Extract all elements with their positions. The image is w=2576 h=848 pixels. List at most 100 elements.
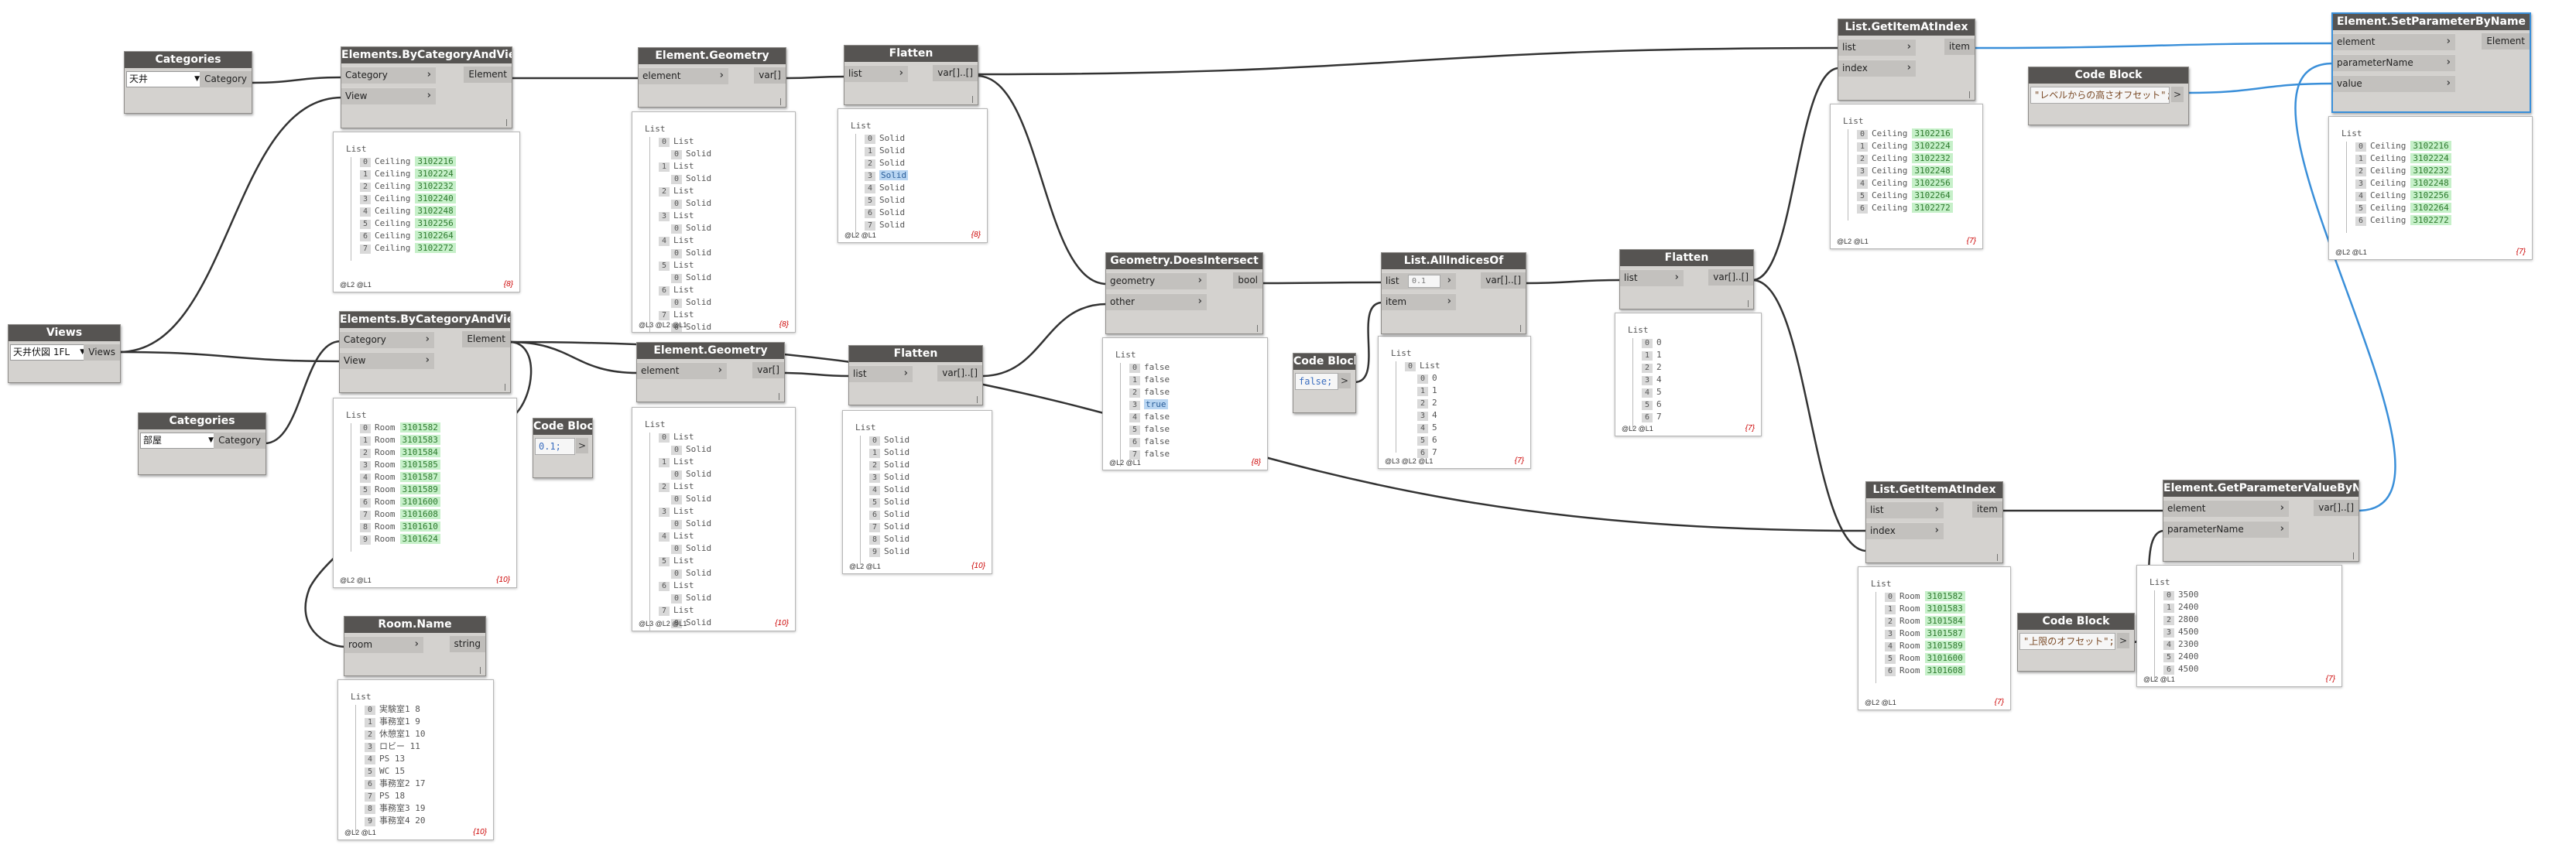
element-id-link[interactable]: 3101584 [399, 447, 440, 457]
element-id-link[interactable]: 3102224 [1912, 141, 1953, 151]
element-id-link[interactable]: 3102224 [415, 169, 456, 179]
var-output-port[interactable]: var[]..[] [933, 65, 978, 81]
code-output-port[interactable]: > [576, 438, 588, 453]
code-editor[interactable]: "上限のオフセット"; [2019, 633, 2115, 650]
elements-by-category-and-view-node[interactable]: Elements.ByCategoryAndView Category› Vie… [339, 311, 511, 393]
wire-connector[interactable] [1752, 279, 1868, 552]
element-id-link[interactable]: 3101600 [1924, 653, 1965, 663]
category-output-port[interactable]: Category [214, 433, 265, 449]
elements-by-category-and-view-node[interactable]: Elements.ByCategoryAndView Category› Vie… [341, 46, 512, 128]
code-block-node[interactable]: Code Block false; > [1293, 353, 1356, 413]
wire-connector[interactable] [1261, 281, 1383, 285]
code-editor[interactable]: "レベルからの高さオフセット"; [2030, 87, 2170, 104]
view-input-port[interactable]: View› [341, 87, 436, 104]
category-dropdown[interactable]: 部屋▼ [140, 433, 217, 449]
element-input-port[interactable]: element› [637, 362, 727, 379]
code-output-port[interactable]: > [2171, 87, 2184, 102]
code-block-node[interactable]: Code Block "レベルからの高さオフセット"; > [2028, 67, 2189, 125]
element-id-link[interactable]: 3101589 [399, 484, 440, 494]
wire-connector[interactable] [118, 350, 341, 363]
flatten-node[interactable]: Flatten list› var[]..[] | [844, 45, 978, 105]
element-id-link[interactable]: 3102216 [2410, 141, 2451, 151]
view-input-port[interactable]: View› [340, 352, 434, 369]
code-output-port[interactable]: > [2117, 633, 2129, 648]
element-set-parameter-by-name-node[interactable]: Element.SetParameterByName element› para… [2331, 12, 2531, 113]
wire-connector[interactable] [976, 74, 1108, 286]
element-id-link[interactable]: 3101587 [399, 472, 440, 482]
element-id-link[interactable]: 3102232 [2410, 166, 2451, 176]
wire-connector[interactable] [2294, 62, 2396, 512]
index-input-port[interactable]: index› [1838, 60, 1916, 77]
item-output-port[interactable]: item [1971, 501, 2002, 518]
element-id-link[interactable]: 3102248 [2410, 178, 2451, 188]
geometry-does-intersect-node[interactable]: Geometry.DoesIntersect geometry› other› … [1105, 252, 1263, 334]
element-id-link[interactable]: 3102264 [1912, 190, 1953, 200]
code-editor[interactable]: 0.1; [535, 438, 575, 455]
element-input-port[interactable]: element› [2163, 500, 2289, 517]
element-id-link[interactable]: 3102240 [415, 193, 456, 203]
element-id-link[interactable]: 3102264 [415, 231, 456, 241]
element-id-link[interactable]: 3102256 [1912, 178, 1953, 188]
element-id-link[interactable]: 3102256 [415, 218, 456, 228]
element-id-link[interactable]: 3102248 [1912, 166, 1953, 176]
wire-connector[interactable] [784, 75, 846, 80]
var-output-port[interactable]: var[] [752, 362, 784, 378]
item-input-port[interactable]: item› [1382, 293, 1456, 310]
list-get-item-at-index-node[interactable]: List.GetItemAtIndex list› index› item | [1838, 19, 1975, 101]
category-output-port[interactable]: Category [200, 71, 252, 87]
flatten-node[interactable]: Flatten list› var[]..[] | [848, 345, 983, 405]
geometry-input-port[interactable]: geometry› [1106, 272, 1207, 289]
element-geometry-node[interactable]: Element.Geometry element› var[] | [638, 47, 786, 108]
element-output-port[interactable]: Element [464, 67, 512, 83]
code-block-node[interactable]: Code Block 0.1; > [533, 418, 593, 478]
code-editor[interactable]: false; [1295, 373, 1338, 390]
var-output-port[interactable]: var[]..[] [1481, 272, 1526, 289]
element-output-port[interactable]: Element [2482, 33, 2530, 50]
element-id-link[interactable]: 3101582 [399, 422, 440, 433]
categories-node[interactable]: Categories 部屋▼ Category [138, 412, 266, 475]
room-name-node[interactable]: Room.Name room› string | [344, 616, 486, 676]
element-input-port[interactable]: element› [2333, 33, 2455, 50]
string-output-port[interactable]: string [449, 636, 485, 652]
element-id-link[interactable]: 3101585 [399, 460, 440, 470]
wire-connector[interactable] [1752, 67, 1840, 282]
item-output-port[interactable]: item [1944, 39, 1975, 55]
element-geometry-node[interactable]: Element.Geometry element› var[] | [636, 342, 785, 402]
element-input-port[interactable]: element› [639, 67, 728, 84]
wire-connector[interactable] [2187, 82, 2334, 94]
element-get-parameter-value-by-name-node[interactable]: Element.GetParameterValueByName element›… [2163, 480, 2359, 562]
other-input-port[interactable]: other› [1106, 293, 1207, 310]
element-id-link[interactable]: 3101584 [1924, 616, 1965, 626]
var-output-port[interactable]: var[]..[] [1708, 269, 1753, 286]
element-id-link[interactable]: 3101608 [1924, 665, 1965, 675]
element-id-link[interactable]: 3102272 [1912, 203, 1953, 213]
var-output-port[interactable]: var[] [754, 67, 786, 84]
code-block-node[interactable]: Code Block "上限のオフセット"; > [2017, 613, 2135, 672]
element-id-link[interactable]: 3101589 [1924, 641, 1965, 651]
element-id-link[interactable]: 3101587 [1924, 628, 1965, 638]
flatten-node[interactable]: Flatten list› var[]..[] | [1619, 249, 1754, 309]
index-input-port[interactable]: index› [1866, 522, 1944, 539]
element-id-link[interactable]: 3102248 [415, 206, 456, 216]
element-output-port[interactable]: Element [462, 331, 510, 347]
element-id-link[interactable]: 3102232 [415, 181, 456, 191]
wire-connector[interactable] [250, 76, 343, 84]
view-dropdown[interactable]: 天井伏図 1FL▼ [10, 344, 88, 361]
list-input-port[interactable]: list› [849, 365, 913, 382]
parameter-name-input-port[interactable]: parameterName› [2333, 54, 2455, 71]
wire-connector[interactable] [981, 303, 1108, 378]
element-id-link[interactable]: 3102272 [415, 243, 456, 253]
element-id-link[interactable]: 3102216 [1912, 128, 1953, 138]
